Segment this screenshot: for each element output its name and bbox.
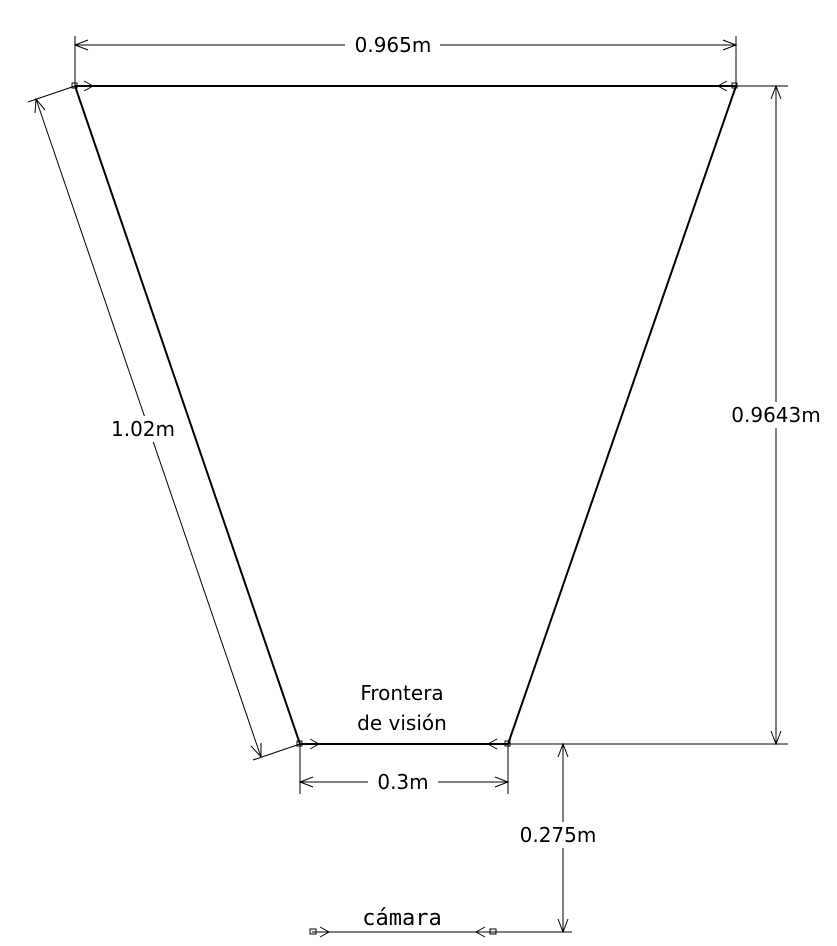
bottom-edge-arrow-right — [486, 738, 498, 750]
top-dim-label: 0.965m — [355, 33, 432, 57]
bottom-dim-arrow-left — [298, 776, 314, 788]
left-dim-label: 1.02m — [111, 417, 175, 441]
right-dim-label: 0.9643m — [731, 403, 820, 427]
right-dim-label-bg — [722, 402, 830, 428]
left-dim-arrow-top — [34, 97, 46, 114]
left-dim-label-bg — [104, 416, 182, 442]
camera-label: cámara — [362, 906, 441, 931]
top-dim-arrow-right — [722, 39, 738, 51]
camera-arrow-left — [319, 926, 331, 938]
bottom-dim-arrow-right — [494, 776, 510, 788]
bottom-dim-label-bg — [368, 770, 438, 794]
camera-dim-arrow-top — [557, 742, 569, 758]
bottom-dim-label: 0.3m — [377, 770, 428, 794]
camera-dim-label-bg — [511, 822, 607, 848]
trapezoid-right-edge — [507, 85, 737, 745]
top-edge-arrow-right — [716, 80, 728, 92]
frontier-label-line2: de visión — [357, 711, 447, 735]
left-dim-arrow-bottom — [250, 743, 262, 759]
camera-dim-label: 0.275m — [520, 823, 597, 847]
top-edge-arrow-left — [83, 80, 95, 92]
top-dim-arrow-left — [73, 39, 89, 51]
camera-marker-right — [489, 928, 497, 935]
camera-marker-left — [309, 928, 317, 935]
camera-arrow-right — [474, 926, 486, 938]
right-dim-arrow-bottom — [770, 730, 782, 746]
bottom-edge-arrow-left — [309, 738, 321, 750]
left-dim-extension-top — [27, 85, 76, 103]
camera-dim-arrow-bottom — [557, 918, 569, 934]
top-dim-label-bg — [345, 33, 440, 57]
right-dim-arrow-top — [770, 84, 782, 100]
left-dim-extension-bottom — [252, 743, 301, 761]
frontier-label-line1: Frontera — [360, 681, 443, 705]
trapezoid-left-edge — [74, 85, 301, 745]
